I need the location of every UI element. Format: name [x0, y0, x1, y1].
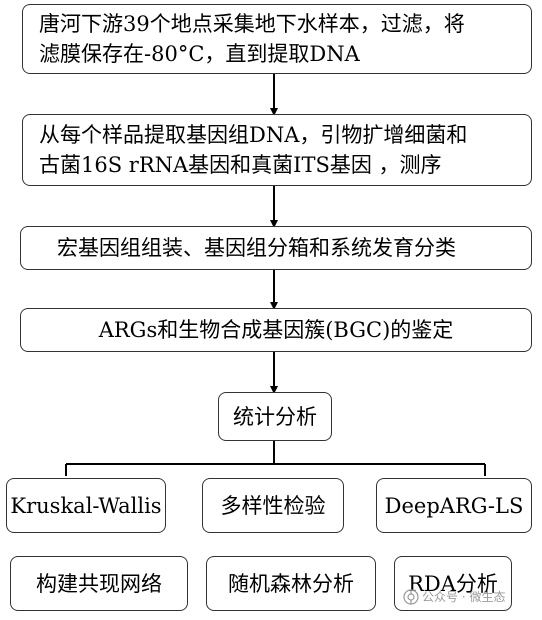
method-random-forest: 随机森林分析 [206, 556, 376, 611]
method-cooccurrence-network: 构建共现网络 [10, 556, 188, 611]
step-statistical-analysis: 统计分析 [218, 392, 332, 441]
method-kruskal-wallis-label: Kruskal-Wallis [10, 493, 162, 518]
step-dna-extraction: 从每个样品提取基因组DNA，引物扩增细菌和 古菌16S rRNA基因和真菌ITS… [22, 114, 532, 186]
method-diversity-test-label: 多样性检验 [220, 493, 326, 518]
step-statistical-analysis-label: 统计分析 [233, 404, 317, 429]
method-kruskal-wallis: Kruskal-Wallis [6, 478, 166, 533]
step-dna-extraction-line-2: 古菌16S rRNA基因和真菌ITS基因 ，测序 [39, 153, 442, 177]
method-deeparg-ls: DeepARG-LS [376, 478, 532, 533]
step-metagenome-assembly: 宏基因组组装、基因组分箱和系统发育分类 [20, 226, 532, 270]
method-cooccurrence-network-label: 构建共现网络 [36, 571, 162, 596]
step-dna-extraction-line-1: 从每个样品提取基因组DNA，引物扩增细菌和 [39, 123, 468, 147]
step-metagenome-assembly-label: 宏基因组组装、基因组分箱和系统发育分类 [57, 236, 456, 260]
method-rda-analysis: RDA分析 [394, 556, 512, 611]
method-random-forest-label: 随机森林分析 [228, 571, 354, 596]
method-rda-analysis-label: RDA分析 [408, 571, 498, 596]
method-deeparg-ls-label: DeepARG-LS [384, 493, 524, 518]
watermark: 公众号 · 微生态 [403, 588, 505, 605]
step-args-bgc-identification-label: ARGs和生物合成基因簇(BGC)的鉴定 [98, 318, 454, 342]
step-sample-collection: 唐河下游39个地点采集地下水样本，过滤，将 滤膜保存在-80°C，直到提取DNA [22, 4, 532, 74]
step-sample-collection-line-2: 滤膜保存在-80°C，直到提取DNA [39, 42, 360, 66]
step-args-bgc-identification: ARGs和生物合成基因簇(BGC)的鉴定 [20, 308, 532, 352]
watermark-text: 公众号 · 微生态 [422, 590, 506, 604]
wechat-official-account-icon [403, 588, 419, 605]
step-sample-collection-line-1: 唐河下游39个地点采集地下水样本，过滤，将 [39, 12, 465, 36]
method-diversity-test: 多样性检验 [202, 478, 344, 533]
